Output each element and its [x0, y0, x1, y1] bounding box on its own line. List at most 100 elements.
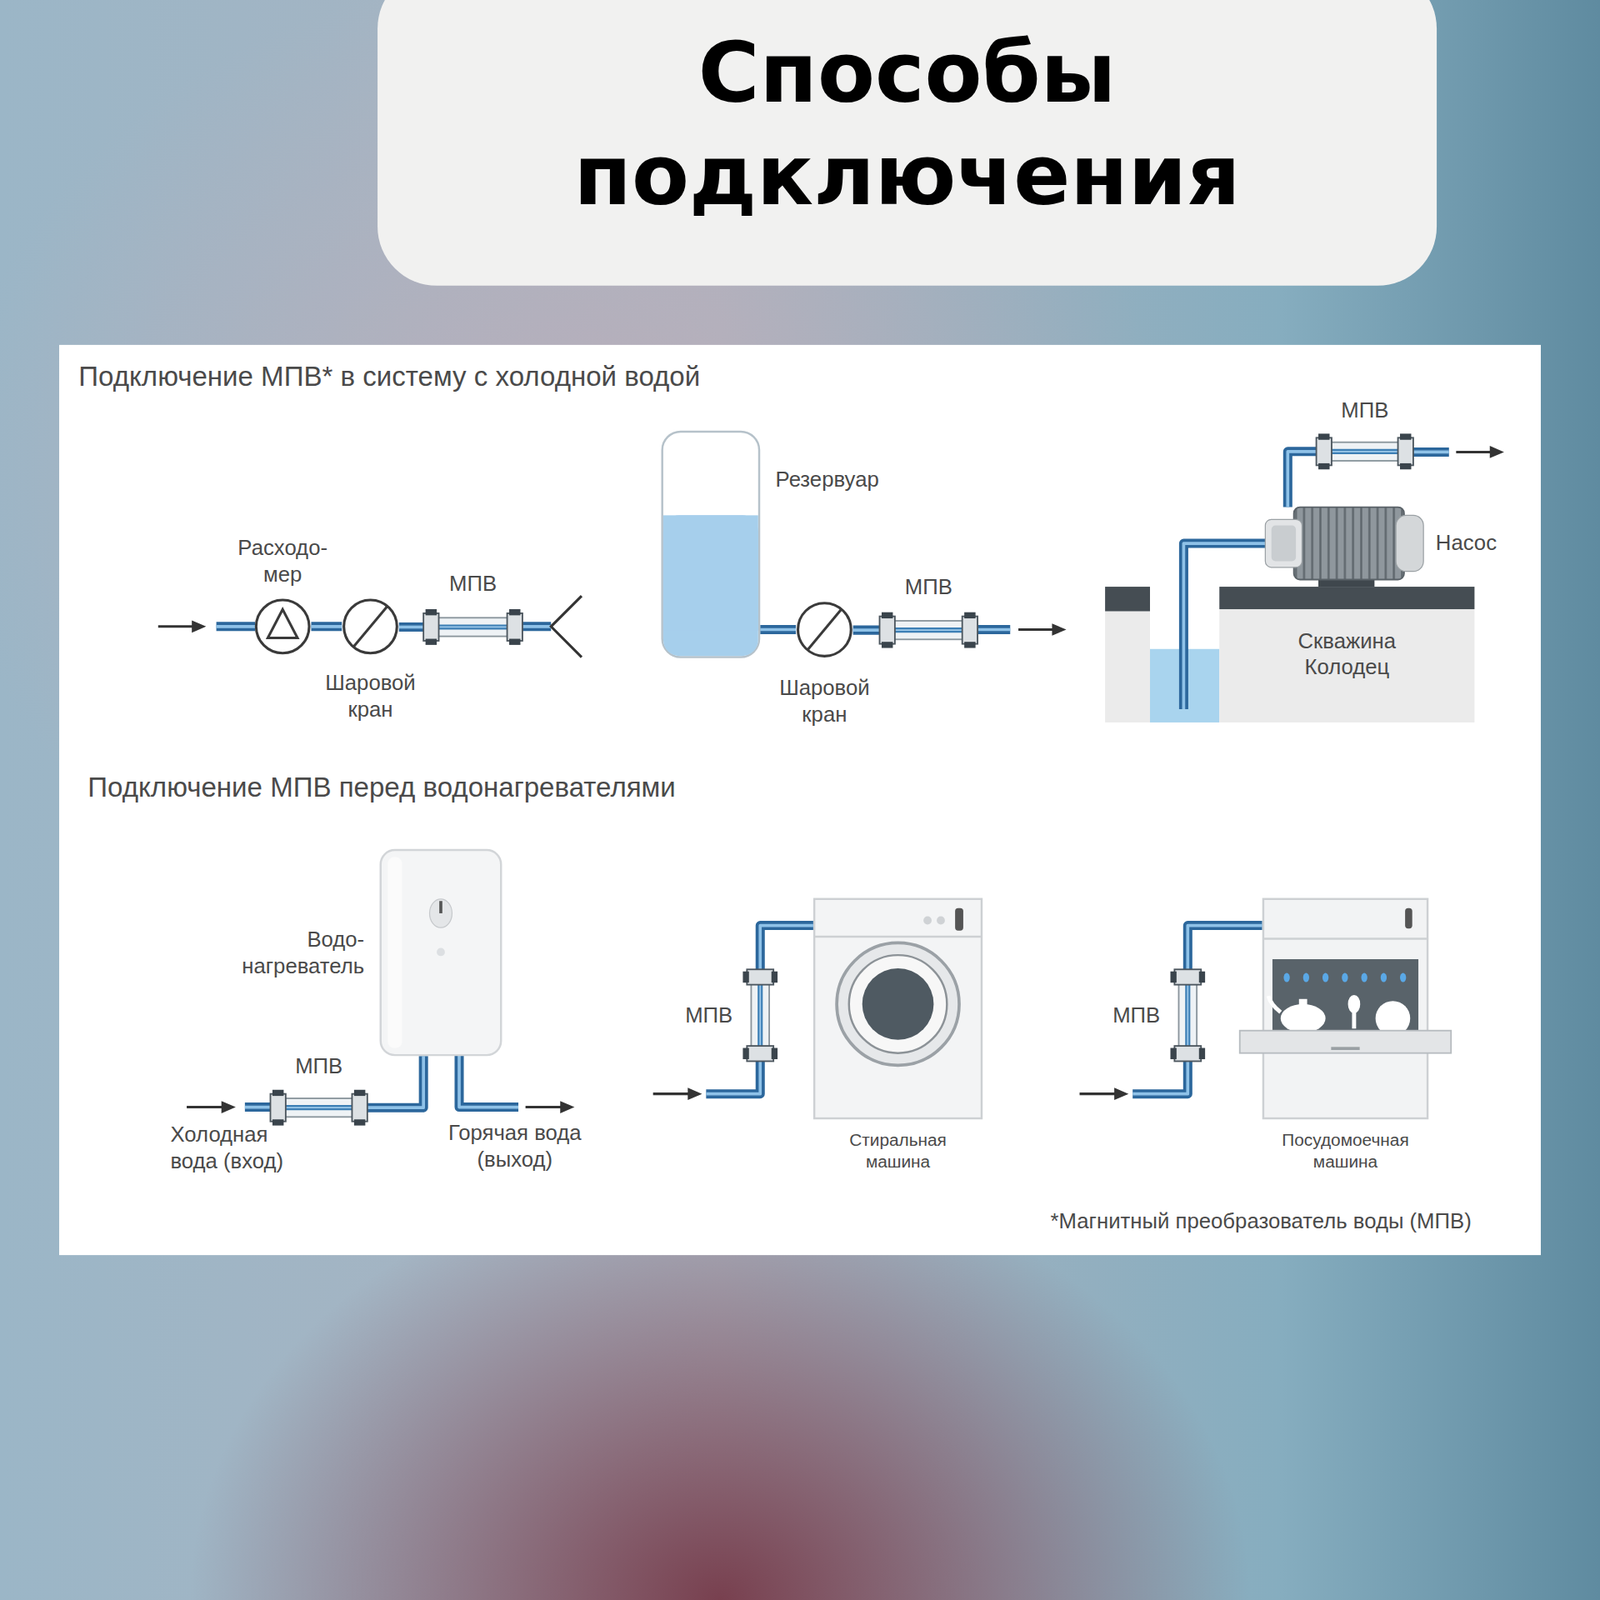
drawing-ellipse: [1360, 973, 1367, 983]
drawing-path: [760, 625, 796, 635]
pipe-connector: [1183, 543, 1265, 587]
drawing-line: [807, 609, 842, 650]
magnetic-converter-shape: [1170, 969, 1205, 1061]
drawing-rect: [771, 1048, 778, 1060]
drawing-rect: [1398, 437, 1414, 465]
drawing-path: [760, 925, 814, 970]
drawing-polygon: [560, 1100, 575, 1114]
branch-split: [550, 595, 582, 657]
drawing-rect: [964, 641, 975, 648]
ball-valve-symbol: Шаровой кран: [341, 598, 400, 656]
drawing-g: [1170, 969, 1205, 1061]
drawing-polygon: [267, 609, 298, 638]
title-text: Способы подключения: [489, 22, 1326, 227]
section-heading: Подключение МПВ* в систему с холодной во…: [78, 360, 700, 395]
drawing-rect: [1263, 899, 1428, 1119]
drawing-ellipse: [1400, 973, 1406, 983]
drawing-ellipse: [1303, 973, 1310, 983]
drawing-circle: [862, 968, 935, 1040]
pipe-connector: [853, 630, 880, 631]
washing-machine: Стиральная машина: [813, 898, 983, 1120]
drawing-g: [742, 969, 778, 1061]
drawing-ellipse: [1322, 973, 1329, 983]
magnetic-converter: МПВ: [1316, 433, 1414, 470]
drawing-path: [399, 625, 424, 630]
drawing-rect: [663, 515, 759, 630]
pipe-connector: [399, 626, 424, 628]
drawing-rect: [1271, 525, 1296, 562]
water-heater: Водо- нагреватель: [380, 849, 503, 1057]
drawing-path: [459, 1055, 519, 1107]
drawing-path: [853, 625, 880, 635]
drawing-rect: [1105, 586, 1150, 611]
magnetic-converter-shape: [880, 612, 979, 649]
drawing-polygon: [221, 1100, 236, 1114]
drawing-path: [1187, 925, 1262, 970]
drawing-path: [977, 625, 1010, 635]
drawing-rect: [1318, 433, 1330, 440]
component-label: Шаровой кран: [768, 674, 881, 728]
drawing-path: [216, 621, 256, 631]
drawing-line: [525, 1105, 565, 1109]
drawing-rect: [380, 850, 501, 1055]
dishwasher-shape: [1262, 898, 1430, 1120]
drawing-rect: [1330, 1046, 1360, 1050]
drawing-rect: [1318, 463, 1330, 470]
pipe-connector: [760, 925, 814, 970]
component-label: Насос: [1435, 530, 1497, 557]
drawing-rect: [423, 613, 439, 641]
drawing-path: [1179, 586, 1189, 710]
drawing-rect: [746, 969, 774, 985]
drawing-rect: [880, 616, 895, 645]
drawing-path: [1182, 586, 1186, 710]
drawing-path: [1132, 1060, 1188, 1094]
drawing-line: [439, 900, 443, 914]
drawing-path: [310, 621, 342, 631]
drawing-rect: [1299, 999, 1308, 1005]
drawing-rect: [507, 613, 523, 641]
drawing-rect: [881, 641, 893, 648]
component-label: МПВ: [449, 570, 497, 597]
drawing-polygon: [1051, 623, 1066, 636]
ball-valve-symbol-shape: [341, 598, 400, 656]
magnetic-converter: МПВ: [423, 609, 523, 645]
drawing-rect: [1400, 463, 1411, 470]
drawing-rect: [964, 612, 975, 619]
drawing-rect: [1199, 971, 1205, 983]
drawing-polygon: [191, 620, 206, 633]
flowmeter-symbol: Расходо- мер: [254, 598, 312, 656]
component-label: МПВ: [295, 1052, 343, 1080]
drawing-path: [1132, 1060, 1188, 1094]
drawing-path: [760, 628, 796, 632]
component-label: Расходо- мер: [231, 534, 334, 588]
drawing-path: [367, 1055, 424, 1108]
component-label: Скважина Колодец: [1280, 627, 1414, 681]
component-label: МПВ: [1112, 1001, 1160, 1029]
drawing-path: [245, 1105, 272, 1110]
magnetic-converter-shape: [270, 1090, 367, 1126]
drawing-rect: [387, 857, 402, 1049]
drawing-rect: [351, 1094, 367, 1122]
drawing-rect: [425, 609, 437, 615]
component-label: Стиральная машина: [826, 1130, 970, 1174]
drawing-circle: [436, 948, 445, 957]
drawing-path: [399, 622, 424, 632]
drawing-rect: [1405, 908, 1413, 929]
drawing-rect: [881, 612, 893, 619]
drawing-circle: [255, 600, 310, 654]
drawing-line: [653, 1092, 693, 1095]
drawing-rect: [425, 639, 437, 645]
drawing-circle: [849, 955, 948, 1054]
drawing-path: [705, 1060, 760, 1094]
drawing-ellipse: [1280, 1004, 1326, 1033]
pipe-connector: [1287, 451, 1316, 508]
component-label: Посудомоечная машина: [1264, 1130, 1428, 1174]
drawing-rect: [1174, 1045, 1201, 1061]
drawing-line: [814, 935, 982, 938]
well-borehole: Скважина Колодец: [1105, 586, 1475, 723]
drawing-rect: [1395, 515, 1424, 571]
magnetic-converter-shape: [1316, 433, 1414, 470]
magnetic-converter-shape: [423, 609, 523, 645]
pipe-connector: [760, 629, 796, 630]
drawing-line: [186, 1105, 226, 1109]
